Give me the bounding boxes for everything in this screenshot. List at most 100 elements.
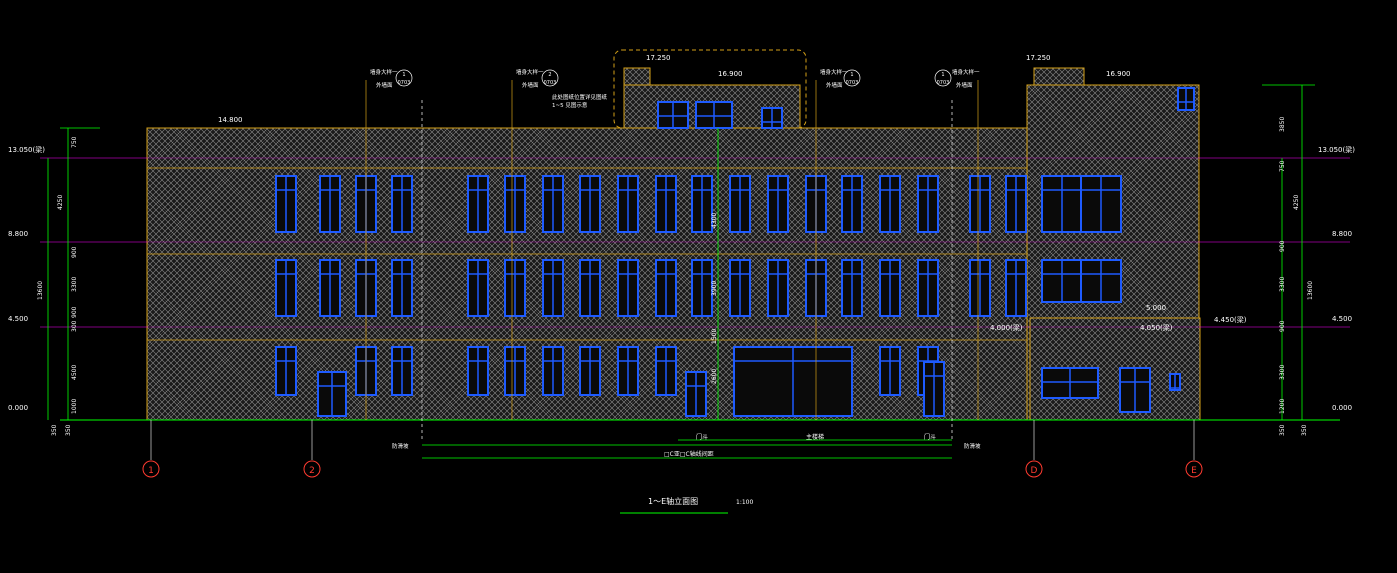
dim-bottom-left-2: 350: [65, 424, 72, 436]
callout-1-sub: 外墙面: [376, 81, 393, 89]
dim-left-seg-8: 750: [71, 136, 78, 148]
level-mid-2: 4.000(梁): [990, 323, 1023, 332]
callout-3-sub: 外墙面: [826, 81, 843, 89]
dimension-chains: [47, 84, 1315, 459]
level-right-1: 13.050(梁): [1318, 145, 1355, 154]
dim-bottom-total: □C亚□C轴线间距: [664, 450, 714, 458]
dim-bottom-left-1: 350: [51, 424, 58, 436]
dim-left-seg-6: 900: [71, 246, 78, 258]
level-roof-4: 17.250: [1026, 54, 1051, 62]
callout-left-tag: 防滑坡: [392, 442, 409, 450]
dim-left-seg-4: 900: [71, 306, 78, 318]
windows: [275, 87, 1195, 417]
dim-center-1: 4300: [711, 213, 718, 228]
level-labels-roof: 17.250 16.900 14.800 17.250 16.900 5.000…: [218, 54, 1247, 332]
level-roof-2: 16.900: [718, 70, 743, 78]
dim-bottom-right-2: 350: [1301, 424, 1308, 436]
dim-center-4: 2600: [711, 369, 718, 384]
dim-right-seg-8: 3850: [1279, 117, 1286, 132]
dim-left-seg-7: 4250: [57, 195, 64, 210]
axis-bubble-d: [1025, 460, 1043, 478]
callout-bubble-1-num: 1: [402, 72, 405, 78]
level-labels-right: 13.050(梁) 8.800 4.500 0.000: [1318, 145, 1355, 412]
drawing-title-block: 1～E轴立面图 1:100: [620, 496, 753, 514]
dim-bottom-right-1: 350: [1279, 424, 1286, 436]
level-roof-1: 17.250: [646, 54, 671, 62]
axis-label-2: 2: [309, 466, 315, 476]
axis-labels: 1 2 D E: [148, 466, 1197, 476]
dim-left-seg-3: 300: [71, 320, 78, 332]
callout-note: 此处图纸位置详见图纸: [552, 93, 608, 101]
dim-right-seg-5: 900: [1279, 240, 1286, 252]
level-mid-1: 5.000: [1146, 304, 1166, 312]
dim-right-seg-7: 750: [1279, 160, 1286, 172]
level-right-3: 4.500: [1332, 315, 1352, 323]
callout-bubble-2-ref: 0703: [544, 80, 557, 86]
level-labels-left: 13.050(梁) 8.800 4.500 0.000: [8, 145, 45, 412]
callout-bubble-4-num: 1: [941, 72, 944, 78]
callout-bubble-3-num: 1: [850, 72, 853, 78]
level-right-4: 0.000: [1332, 404, 1352, 412]
dim-left-seg-2: 4500: [71, 365, 78, 380]
drawing-title: 1～E轴立面图: [648, 496, 698, 506]
callout-4-title: 墙身大样一: [952, 68, 980, 76]
dim-chain-3: 门斗: [924, 433, 936, 441]
level-left-4: 0.000: [8, 404, 28, 412]
callout-bubble-4-ref: 0703: [937, 80, 950, 86]
dim-right-total: 13600: [1307, 281, 1314, 300]
axis-bubbles: [142, 460, 1203, 478]
axis-label-d: D: [1031, 466, 1038, 476]
callout-bubbles: [395, 69, 952, 87]
axis-label-e: E: [1191, 466, 1197, 476]
level-left-2: 8.800: [8, 230, 28, 238]
callout-bubble-1: [395, 69, 413, 87]
dim-right-seg-1: 1200: [1279, 399, 1286, 414]
level-roof-3: 14.800: [218, 116, 243, 124]
roof-parapet-left: [623, 67, 651, 86]
drawing-scale: 1:100: [736, 499, 753, 506]
level-left-1: 13.050(梁): [8, 145, 45, 154]
level-roof-5: 16.900: [1106, 70, 1131, 78]
callout-note-2: 1~5 见图示意: [552, 101, 588, 109]
callout-bubble-1-ref: 0703: [398, 80, 411, 86]
dim-left-seg-1: 1000: [71, 399, 78, 414]
dim-chain-2: 主楼梯: [806, 433, 824, 441]
callout-right-tag: 防滑坡: [964, 442, 981, 450]
dim-right-seg-4: 3300: [1279, 277, 1286, 292]
level-lines: [40, 157, 1350, 328]
callout-1-title: 墙身大样一: [370, 68, 398, 76]
dimension-text-center: 4300 3900 1500 2600 门斗 主楼梯 门斗 □C亚□C轴线间距: [664, 213, 936, 458]
callout-4-sub: 外墙面: [956, 81, 973, 89]
dimension-text-right: 13600 1200 3300 900 3300 900 4250 750 38…: [1279, 117, 1314, 436]
callout-bubble-2-num: 2: [548, 72, 551, 78]
axis-bubble-1: [142, 460, 160, 478]
dim-right-seg-3: 900: [1279, 320, 1286, 332]
callout-2-sub: 外墙面: [522, 81, 539, 89]
dim-left-seg-5: 3300: [71, 277, 78, 292]
axis-bubble-e: [1185, 460, 1203, 478]
dim-right-seg-2: 3300: [1279, 365, 1286, 380]
axis-label-1: 1: [148, 466, 154, 476]
callout-bubble-4: [934, 69, 952, 87]
callouts: 墙身大样一 外墙面 墙身大样一 外墙面 此处图纸位置详见图纸 1~5 见图示意 …: [370, 68, 981, 450]
dim-center-2: 3900: [711, 281, 718, 296]
dim-chain-1: 门斗: [696, 433, 708, 441]
callout-bubble-2: [541, 69, 559, 87]
level-mid-3: 4.050(梁): [1140, 323, 1173, 332]
dimension-text-left: 13600 1000 4500 300 900 3300 900 4250 75…: [37, 136, 78, 436]
level-mid-4: 4.450(梁): [1214, 315, 1247, 324]
dim-center-3: 1500: [711, 329, 718, 344]
callout-bubble-3-ref: 0703: [846, 80, 859, 86]
level-right-2: 8.800: [1332, 230, 1352, 238]
axis-bubble-2: [303, 460, 321, 478]
dim-left-total: 13600: [37, 281, 44, 300]
callout-2-title: 墙身大样一: [516, 68, 544, 76]
callout-bubble-3: [843, 69, 861, 87]
axis-lines: [150, 420, 1195, 460]
level-left-3: 4.500: [8, 315, 28, 323]
callout-bubble-text: 1 0703 2 0703 1 0703 1 0703: [398, 72, 950, 86]
dim-right-seg-6: 4250: [1293, 195, 1300, 210]
callout-3-title: 墙身大样一: [820, 68, 848, 76]
roof-parapet-right: [1033, 67, 1085, 86]
